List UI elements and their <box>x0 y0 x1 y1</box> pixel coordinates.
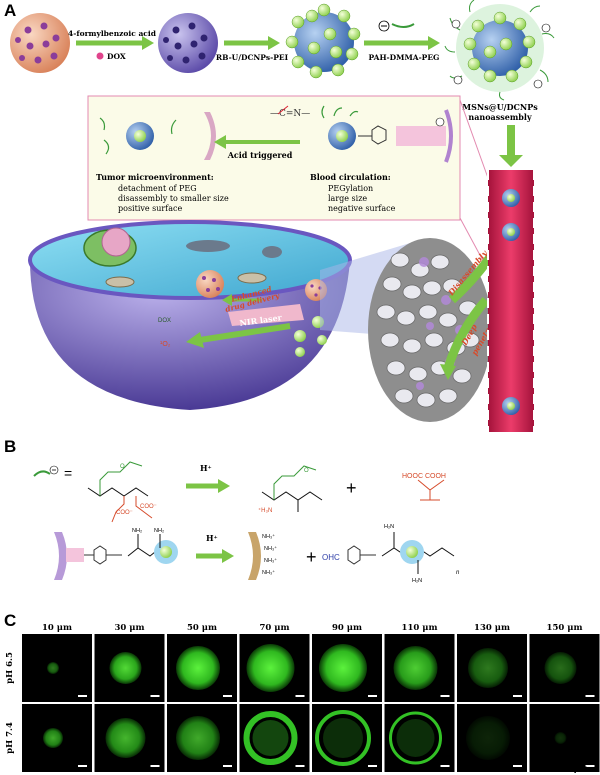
dox-cell-label: DOX <box>158 318 171 324</box>
microscopy-tile <box>22 634 92 702</box>
msn-particle <box>10 13 70 73</box>
panel-a-label: A <box>4 1 16 20</box>
blood-item-2: large size <box>328 194 367 203</box>
microscopy-grid: 10 μm 30 μm 50 μm 70 μm 90 μm 110 μm 130 μm 150… <box>5 623 600 773</box>
svg-text:O: O <box>120 464 125 470</box>
svg-text:NH₃⁺: NH₃⁺ <box>262 569 275 576</box>
tumor-title: Tumor microenvironment: <box>96 172 214 182</box>
acid-arrow-1 <box>186 479 230 493</box>
microscopy-tile <box>312 634 382 702</box>
arrow-2 <box>224 36 280 50</box>
microscopy-tile <box>167 704 237 772</box>
down-arrow <box>499 125 523 167</box>
arrow-1 <box>76 36 154 50</box>
tumor-item-1: detachment of PEG <box>118 184 197 193</box>
svg-text:NH₃⁺: NH₃⁺ <box>262 533 275 540</box>
h-plus-label-2: H⁺ <box>206 533 218 543</box>
ohc-label: OHC <box>322 553 340 562</box>
svg-text:NH₃⁺: NH₃⁺ <box>264 557 277 564</box>
column-header: 130 μm <box>474 623 510 633</box>
microscopy-tile <box>529 634 600 702</box>
column-header: 70 μm <box>259 623 289 633</box>
svg-text:NH₂: NH₂ <box>154 528 164 534</box>
tumor-particle <box>99 117 177 155</box>
peg-polymer-icon <box>33 465 59 477</box>
loaded-msn-particle <box>158 13 218 73</box>
tumor-cell-illustration <box>28 220 352 410</box>
arrow-3-label: PAH-DMMA-PEG <box>369 53 440 62</box>
row-label: pH 6.5 <box>5 652 15 684</box>
connector-line <box>459 99 489 179</box>
h-plus-label-1: H⁺ <box>200 463 212 473</box>
microscopy-tile <box>239 634 310 702</box>
nh3-label: ⁺H₃N <box>258 507 272 514</box>
blood-particle <box>321 105 453 163</box>
microscopy-tile <box>22 704 92 772</box>
column-header: 50 μm <box>187 623 217 633</box>
microscopy-tile <box>457 634 527 702</box>
acid-triggered-label: Acid triggered <box>227 150 293 160</box>
panel-b-label: B <box>4 437 16 456</box>
microscopy-tile <box>239 704 310 772</box>
column-header: 110 μm <box>402 623 438 633</box>
msn-linker-structure: NH₂ NH₂ <box>54 528 178 580</box>
nanoassembly-label-line1: MSNs@U/DCNPs <box>462 102 538 112</box>
svg-text:NH₂: NH₂ <box>132 528 142 534</box>
svg-text:NH₃⁺: NH₃⁺ <box>264 545 277 552</box>
column-header: 150 μm <box>547 623 583 633</box>
plus-sign-2: + <box>306 547 317 567</box>
plus-sign-1: + <box>346 478 357 498</box>
microscopy-tile <box>384 704 455 772</box>
panel-c-label: C <box>4 611 16 630</box>
column-header: 90 μm <box>332 623 362 633</box>
svg-text:O: O <box>304 468 309 474</box>
aldehyde-product-structure: H₂N H₂N <box>347 524 455 584</box>
arrow-3 <box>364 36 440 50</box>
blood-title: Blood circulation: <box>310 172 391 182</box>
tumor-item-3: positive surface <box>118 204 182 213</box>
microscopy-tile <box>94 704 165 772</box>
charged-msn-structure: NH₃⁺ NH₃⁺ NH₃⁺ NH₃⁺ <box>248 532 277 580</box>
acid-arrow-2 <box>196 549 234 563</box>
repeat-n-label: n <box>456 570 460 576</box>
tumor-surface-icon <box>204 112 216 160</box>
microscopy-tile <box>457 704 527 772</box>
blood-vessel <box>487 170 535 432</box>
microscopy-tile <box>94 634 165 702</box>
microscopy-tile <box>312 704 382 772</box>
deep-penetration-arrow <box>440 297 490 380</box>
blood-item-1: PEGylation <box>328 184 373 193</box>
singlet-oxygen-label: ¹O₂ <box>160 341 171 348</box>
pah-dmma-peg-icon <box>378 20 415 32</box>
pah-dmma-peg-structure: COO⁻ COO⁻ O <box>87 461 157 523</box>
dox-dot-icon <box>96 52 104 60</box>
acid-triggered-arrow: —C=N— <box>214 105 310 149</box>
dmma-byproduct-structure <box>417 479 445 501</box>
row-label: pH 7.4 <box>5 722 15 754</box>
equals-sign: = <box>64 465 72 481</box>
arrow-1-bottom-label: DOX <box>107 52 126 61</box>
arrow-2-label: RB-U/DCNPs-PEI <box>216 53 289 62</box>
tumor-item-2: disassembly to smaller size <box>118 194 229 203</box>
svg-text:H₂N: H₂N <box>384 524 394 530</box>
svg-text:COO⁻: COO⁻ <box>140 504 157 510</box>
nanoassembly-label-line2: nanoassembly <box>468 112 532 122</box>
scale-bar-label: 40 μm <box>560 763 589 773</box>
mechanism-box: —C=N— Acid triggered Tumor microenvironm… <box>87 95 461 221</box>
nanoassembly-particle <box>444 0 555 101</box>
svg-text:—C=N—: —C=N— <box>270 109 310 119</box>
msn-ucnp-particle <box>285 3 361 79</box>
arrow-1-top-label: 4-formylbenzoic acid <box>68 29 157 38</box>
column-header: 10 μm <box>42 623 72 633</box>
microscopy-tile <box>384 634 455 702</box>
cooh-product-label: HOOC COOH <box>402 473 446 480</box>
microscopy-tile <box>167 634 237 702</box>
blood-item-3: negative surface <box>328 204 396 213</box>
column-header: 30 μm <box>114 623 144 633</box>
svg-text:H₂N: H₂N <box>412 578 422 584</box>
microscopy-tile <box>529 704 600 772</box>
pah-peg-product-structure: ⁺H₃N O <box>258 465 323 514</box>
svg-text:COO⁻: COO⁻ <box>116 510 133 516</box>
